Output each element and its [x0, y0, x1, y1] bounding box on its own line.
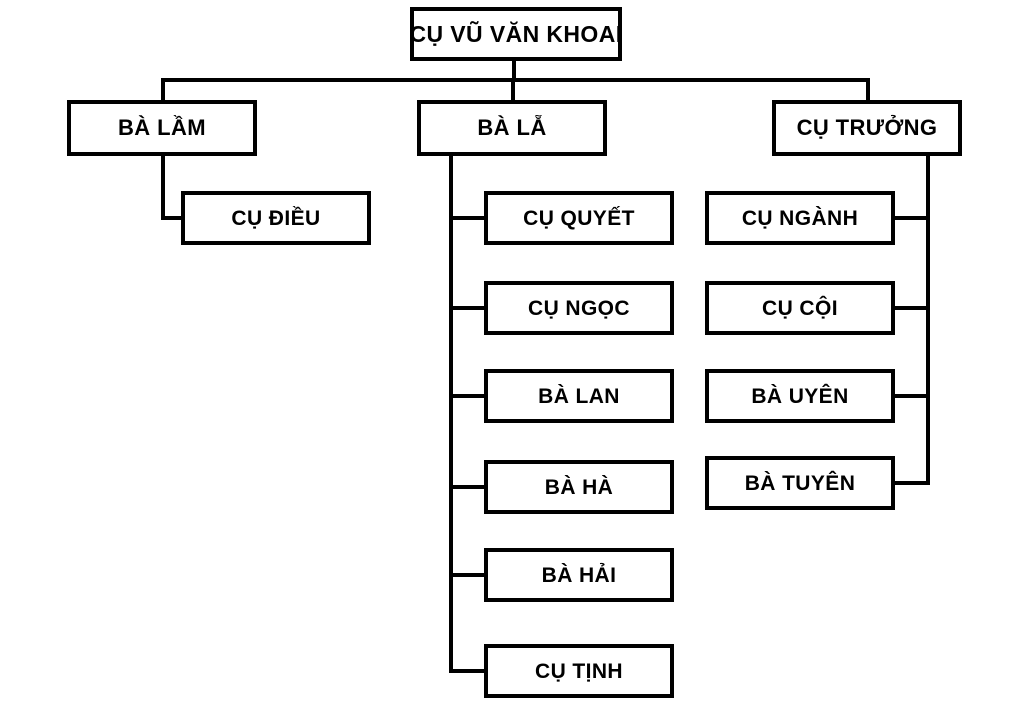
stub-cu-coi [893, 306, 930, 310]
node-label: CỤ NGỌC [528, 296, 630, 320]
stub-cu-dieu [161, 216, 185, 220]
node-ba-la[interactable]: BÀ LẴ [417, 100, 607, 156]
node-label: BÀ HẢI [541, 563, 617, 587]
connector-root-drop [512, 60, 516, 82]
node-label: BÀ LẦM [118, 115, 206, 140]
node-label: CỤ ĐIỀU [231, 206, 321, 230]
spine-ba-la [449, 155, 453, 673]
spine-ba-lam [161, 155, 165, 220]
node-label: CỤ TỊNH [535, 659, 623, 683]
stub-ba-uyen [893, 394, 930, 398]
node-cu-tinh[interactable]: CỤ TỊNH [484, 644, 674, 698]
spine-cu-truong [926, 155, 930, 485]
node-cu-coi[interactable]: CỤ CỘI [705, 281, 895, 335]
node-ba-uyen[interactable]: BÀ UYÊN [705, 369, 895, 423]
node-ba-lan[interactable]: BÀ LAN [484, 369, 674, 423]
node-label: BÀ LAN [538, 384, 620, 408]
stub-ba-tuyen [893, 481, 930, 485]
node-label: BÀ TUYÊN [744, 471, 856, 495]
node-cu-truong[interactable]: CỤ TRƯỞNG [772, 100, 962, 156]
connector-bus-to-ba-lam [161, 78, 165, 102]
connector-horizontal-bus [161, 78, 870, 82]
node-cu-dieu[interactable]: CỤ ĐIỀU [181, 191, 371, 245]
node-label: CỤ CỘI [762, 296, 838, 320]
node-label: CỤ QUYẾT [523, 206, 635, 230]
connector-bus-to-cu-truong [866, 78, 870, 102]
stub-cu-tinh [449, 669, 486, 673]
node-cu-ngoc[interactable]: CỤ NGỌC [484, 281, 674, 335]
node-label: CỤ TRƯỞNG [796, 115, 938, 140]
stub-cu-nganh [893, 216, 930, 220]
node-label: BÀ HÀ [544, 475, 614, 499]
node-label: BÀ LẴ [477, 115, 547, 140]
node-cu-nganh[interactable]: CỤ NGÀNH [705, 191, 895, 245]
node-root-cu-vu-van-khoai[interactable]: CỤ VŨ VĂN KHOAI [410, 7, 622, 61]
stub-cu-ngoc [449, 306, 486, 310]
stub-ba-hai [449, 573, 486, 577]
node-ba-hai[interactable]: BÀ HẢI [484, 548, 674, 602]
node-label: CỤ NGÀNH [741, 206, 859, 230]
node-ba-lam[interactable]: BÀ LẦM [67, 100, 257, 156]
stub-ba-ha [449, 485, 486, 489]
connector-bus-to-ba-la [511, 78, 515, 102]
node-ba-tuyen[interactable]: BÀ TUYÊN [705, 456, 895, 510]
stub-ba-lan [449, 394, 486, 398]
node-ba-ha[interactable]: BÀ HÀ [484, 460, 674, 514]
node-cu-quyet[interactable]: CỤ QUYẾT [484, 191, 674, 245]
node-label: BÀ UYÊN [751, 384, 849, 408]
stub-cu-quyet [449, 216, 486, 220]
node-label: CỤ VŨ VĂN KHOAI [409, 20, 623, 47]
